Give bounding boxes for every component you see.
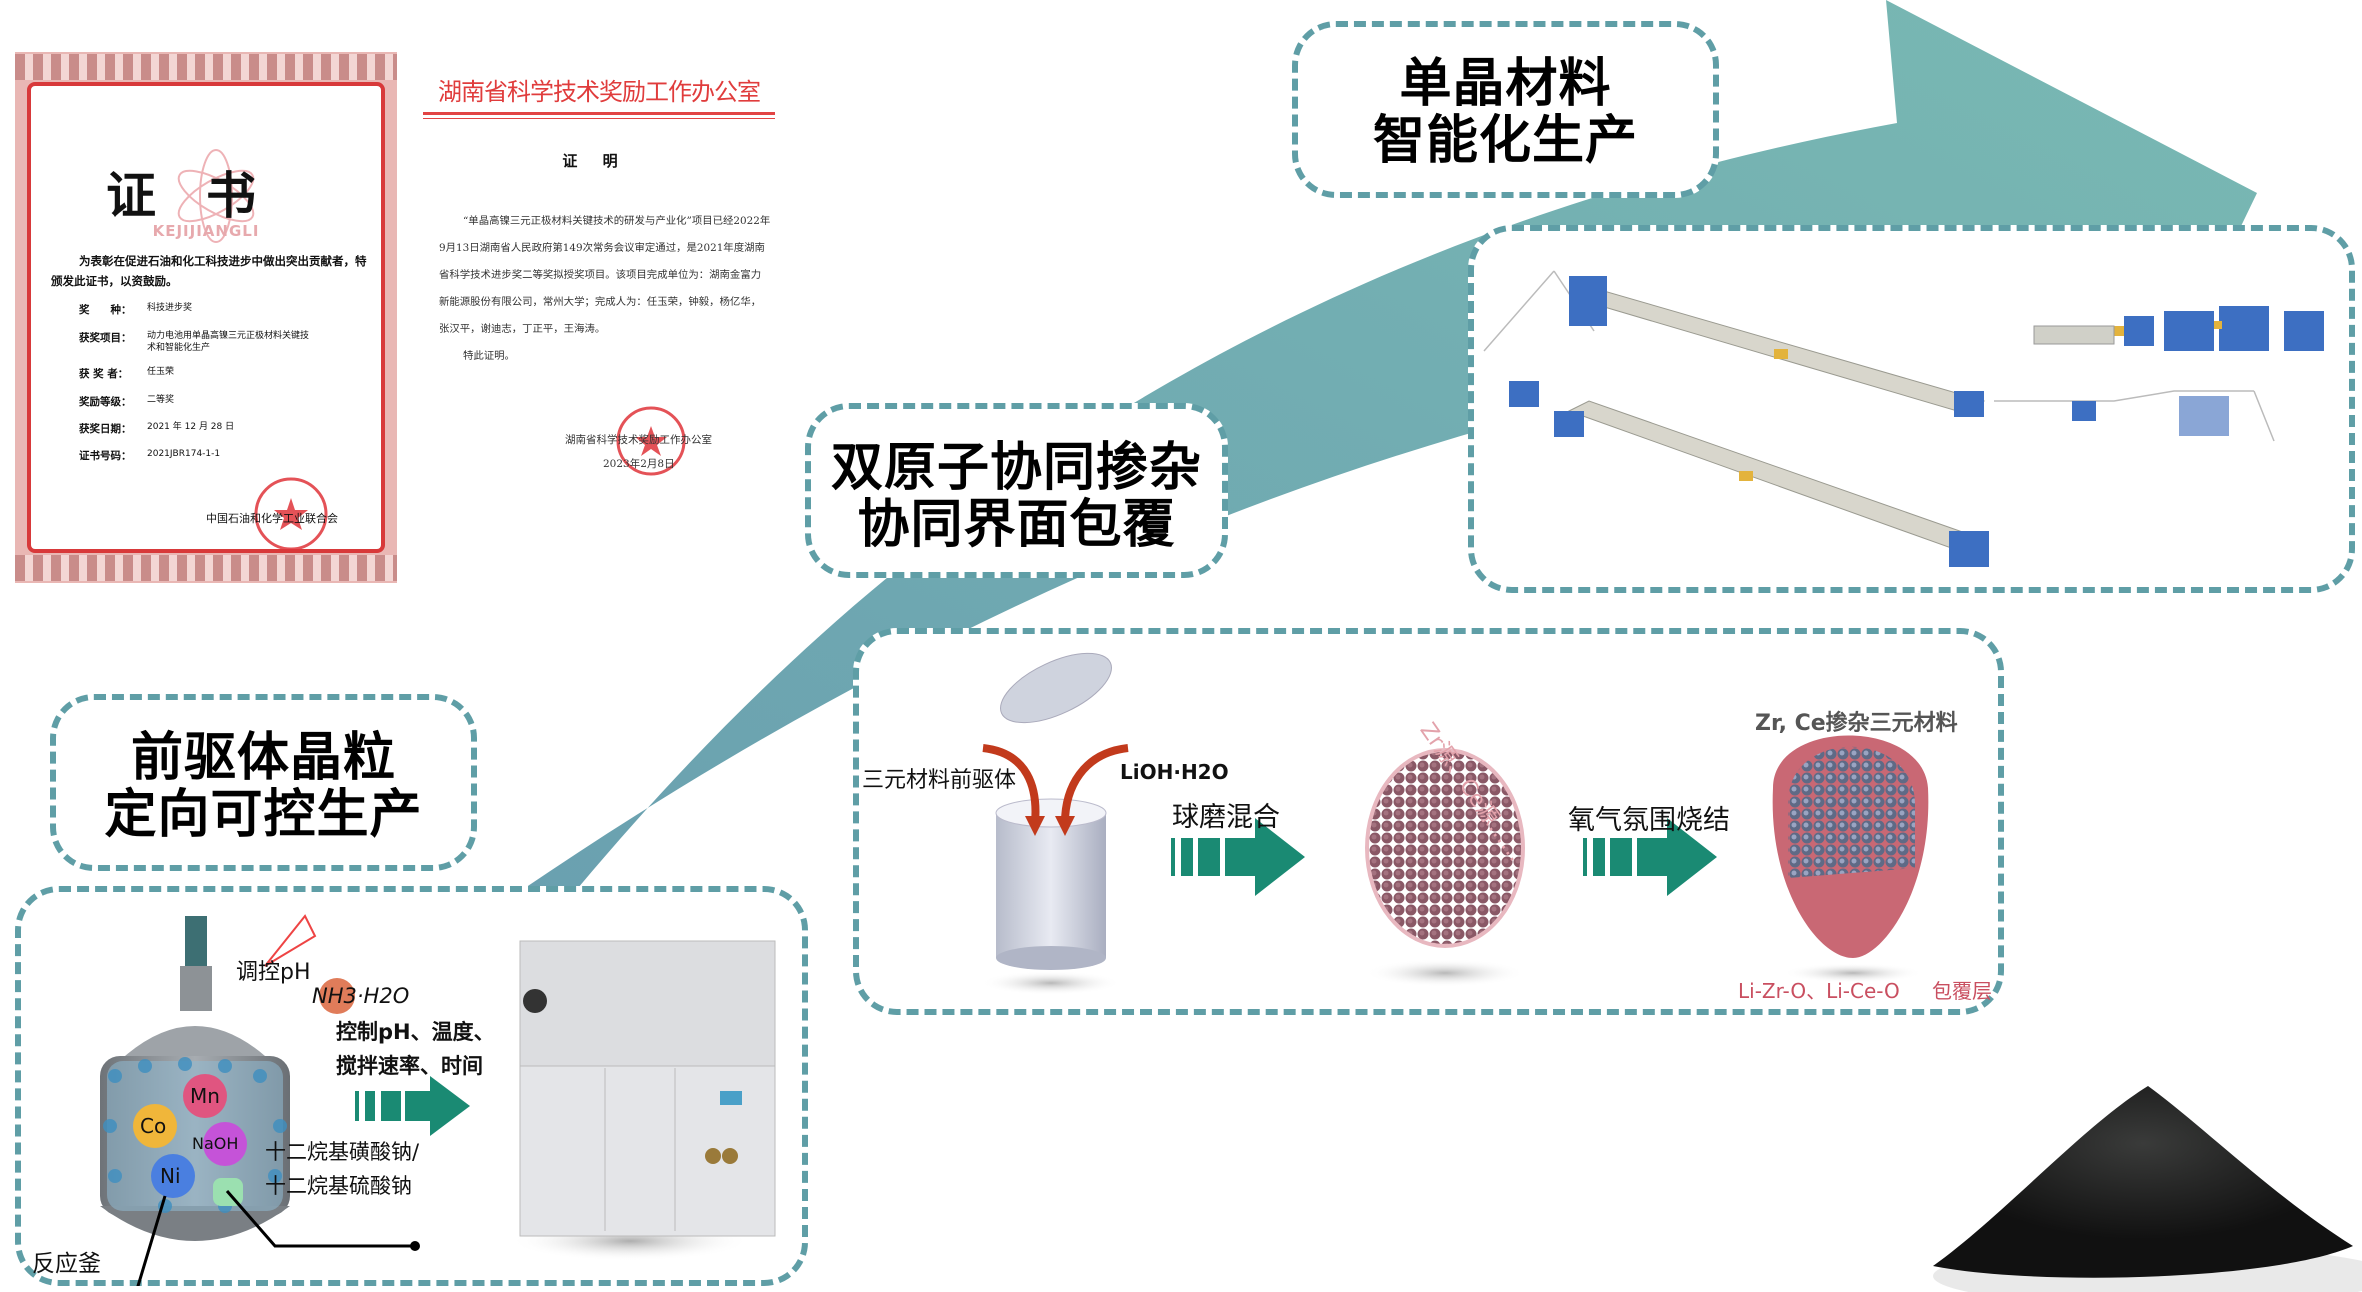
ammonia-label: NH3·H2O <box>312 984 410 1008</box>
product-label: Zr, Ce掺杂三元材料 <box>1755 711 1958 736</box>
letter-signature: 湖南省科学技术奖励工作办公室 <box>565 434 712 446</box>
stage3-title: 单晶材料智能化生产 <box>1372 54 1638 172</box>
feed-arrows <box>982 744 1129 824</box>
certificate-row: 奖 种：科技进步奖 <box>79 303 193 316</box>
stage1-title-box <box>50 694 477 871</box>
ph-control-label: 调控pH <box>236 960 311 985</box>
ammonia-drop <box>319 978 355 1014</box>
coating-label: Li-Zr-O、Li-Ce-O <box>1738 979 1900 1003</box>
reactor-vessel <box>100 916 290 1241</box>
kiln-lower <box>1567 400 1976 550</box>
reactor-label: 反应釜 <box>32 1251 101 1277</box>
doping-process-illustration <box>981 652 1929 995</box>
ball-milling-label: 球磨混合 <box>1172 802 1280 833</box>
certificate-issuer: 中国石油和化学工业联合会 <box>206 512 338 525</box>
certificate-row: 获奖项目：动力电池用单晶高镍三元正极材料关键技术和智能化生产 <box>79 331 310 353</box>
flow-arrow-3 <box>355 1076 470 1136</box>
co-ion <box>133 1104 177 1148</box>
production-line-illustration <box>1483 270 2324 567</box>
co-label: Co <box>140 1114 167 1138</box>
precursor-synthesis-illustration <box>100 914 776 1286</box>
letter-divider <box>423 112 775 115</box>
lithium-source-label: LiOH·H2O <box>1120 760 1229 784</box>
letter-date: 2023年2月8日 <box>603 458 675 470</box>
certificate-row: 证书号码：2021JBR174-1-1 <box>79 449 221 462</box>
certificate-row: 获 奖 者：任玉荣 <box>79 367 175 380</box>
sintering-label: 氧气氛围烧结 <box>1568 805 1730 836</box>
coated-particle <box>1772 735 1929 958</box>
certificate-border-pattern <box>15 54 397 80</box>
cathode-powder-image <box>1933 1086 2362 1292</box>
naoh-reagent <box>203 1122 247 1166</box>
auxiliary-kiln <box>2033 325 2115 345</box>
crucible <box>995 798 1107 970</box>
stage2-title-box <box>805 403 1228 578</box>
letter-title: 证 明 <box>562 152 628 170</box>
award-certificate: 证书 KEJIJIANGLI 为表彰在促进石油和化工科技进步中做出突出贡献者，特… <box>15 52 397 583</box>
stage1-title: 前驱体晶粒定向可控生产 <box>104 728 423 846</box>
flow-arrow-1 <box>1171 818 1305 896</box>
surfactant-label-1: 十二烷基磺酸钠/ <box>265 1140 420 1164</box>
leader-lines <box>136 1190 415 1286</box>
certificate-paragraph: 为表彰在促进石油和化工科技进步中做出突出贡献者，特颁发此证书，以资鼓励。 <box>51 254 367 288</box>
certificate-row: 获奖日期：2021 年 12 月 28 日 <box>79 422 235 435</box>
coating-layer-label: 包覆层 <box>1932 979 1992 1003</box>
surfactant-label-2: 十二烷基硫酸钠 <box>265 1174 412 1198</box>
atom-emblem-icon <box>177 149 255 243</box>
flow-arrow-2 <box>1583 818 1717 896</box>
naoh-label: NaOH <box>192 1134 239 1153</box>
ph-arrow-icon <box>264 914 317 967</box>
mn-ion <box>183 1074 227 1118</box>
doped-sphere <box>1365 748 1525 948</box>
letter-header: 湖南省科学技术奖励工作办公室 <box>438 78 761 106</box>
crucible-lid <box>1000 652 1112 724</box>
letter-divider <box>423 118 775 119</box>
unloader-station <box>1954 391 1984 417</box>
certificate-title: 证书 <box>106 166 306 225</box>
red-seal-icon <box>254 477 328 551</box>
precursor-label: 三元材料前驱体 <box>862 768 1017 793</box>
glovebox-machine <box>510 940 776 1261</box>
control-params-label: 控制pH、温度、 <box>336 1020 495 1044</box>
control-params-label-2: 搅拌速率、时间 <box>336 1054 483 1078</box>
mn-label: Mn <box>190 1084 220 1108</box>
ni-ion <box>151 1154 195 1198</box>
certificate-border-pattern <box>15 555 397 581</box>
stage3-title-box <box>1292 21 1719 198</box>
ni-label: Ni <box>160 1164 181 1188</box>
stage2-title: 双原子协同掺杂协同界面包覆 <box>830 438 1202 556</box>
certification-letter: 湖南省科学技术奖励工作办公室 证 明 “单晶高镍三元正极材料关键技术的研发与产业… <box>415 60 775 480</box>
certificate-watermark: KEJIJIANGLI <box>152 222 260 240</box>
loader-station <box>1569 276 1607 326</box>
letter-body: “单晶高镍三元正极材料关键技术的研发与产业化”项目已经2022年9月13日湖南省… <box>439 215 771 362</box>
certificate-row: 奖励等级：二等奖 <box>79 395 175 408</box>
red-seal-icon <box>616 406 686 476</box>
